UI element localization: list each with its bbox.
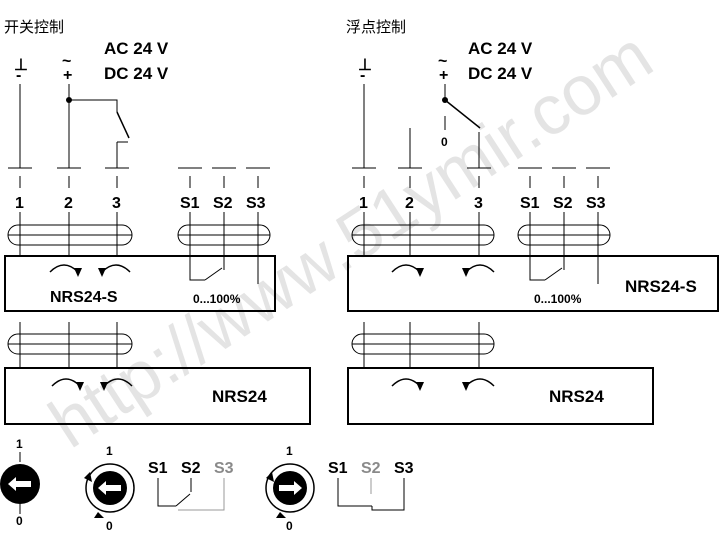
dial3-arrow-right-icon <box>279 481 302 495</box>
left-arrowhead-ccw-icon <box>74 268 82 277</box>
switch-a-common <box>157 478 176 507</box>
switch-a-contact <box>175 493 191 507</box>
right-terminal-1: 1 <box>359 195 368 212</box>
left-title: 开关控制 <box>4 18 64 36</box>
switch-b-s1: S1 <box>328 460 348 477</box>
left-arrowhead-cw-icon <box>98 268 106 277</box>
left-module <box>4 367 311 425</box>
right-terminal-2: 2 <box>405 195 414 212</box>
switch-a-s3-leg <box>178 478 225 511</box>
left-ac-label: AC 24 V <box>104 39 169 58</box>
dial1-arrow-left-icon <box>8 477 31 491</box>
left-minus-symbol: - <box>16 67 21 84</box>
dial2-top-label: 1 <box>106 444 113 458</box>
right-ac-label: AC 24 V <box>468 39 533 58</box>
switch-b-s2: S2 <box>361 460 381 477</box>
left-terminal-2: 2 <box>64 195 73 212</box>
right-lower-rotation-cw-icon <box>465 378 495 387</box>
right-tilde-symbol: ~ <box>438 53 447 70</box>
dial3-bottom-label: 0 <box>286 519 293 533</box>
left-lower-arrowhead-ccw-icon <box>76 382 84 391</box>
dial1-top-label: 1 <box>16 437 23 451</box>
left-switch-contact <box>116 111 130 139</box>
right-terminal-3: 3 <box>474 195 483 212</box>
left-range-label: 0...100% <box>193 292 241 306</box>
left-module-s <box>4 255 276 312</box>
right-lower-rotation-ccw-icon <box>391 378 421 387</box>
right-module-s <box>347 255 719 312</box>
right-module <box>347 367 654 425</box>
switch-b-s3-leg <box>371 478 405 511</box>
right-rotation-ccw-icon <box>391 264 421 273</box>
right-arrowhead-cw-icon <box>462 268 470 277</box>
left-terminal-3: 3 <box>112 195 121 212</box>
right-module-s-label: NRS24-S <box>625 277 697 296</box>
right-gnd-symbol: ⊥ <box>358 57 372 74</box>
left-lower-arrowhead-cw-icon <box>100 382 108 391</box>
dial2-bottom-label: 0 <box>106 519 113 533</box>
dial3-rotation-arrow-low-icon <box>276 512 286 518</box>
right-title: 浮点控制 <box>346 18 406 36</box>
left-gnd-symbol: ⊥ <box>14 57 28 74</box>
right-aux-switch-common <box>529 256 545 281</box>
switch-a-s3: S3 <box>214 460 234 477</box>
right-zero-label: 0 <box>441 135 448 149</box>
left-tilde-symbol: ~ <box>62 53 71 70</box>
right-rotation-cw-icon <box>465 264 495 273</box>
left-module-s-label: NRS24-S <box>50 289 118 306</box>
dial2-rotation-arrow-low-icon <box>94 512 104 518</box>
left-rotation-ccw-icon <box>49 264 79 273</box>
left-terminal-s1: S1 <box>180 195 200 212</box>
left-plus-symbol: + <box>63 67 72 84</box>
switch-a-s2: S2 <box>181 460 201 477</box>
left-terminal-s2: S2 <box>213 195 233 212</box>
dial2-ring-icon <box>85 463 135 513</box>
right-lower-arrowhead-ccw-icon <box>416 382 424 391</box>
dial1-bottom-label: 0 <box>16 514 23 528</box>
right-lower-arrowhead-cw-icon <box>462 382 470 391</box>
switch-b-s3: S3 <box>394 460 414 477</box>
right-changeover-contact <box>444 99 481 129</box>
switch-b-common <box>337 478 358 507</box>
left-rotation-cw-icon <box>101 264 131 273</box>
switch-a-s1: S1 <box>148 460 168 477</box>
right-plus-symbol: + <box>439 67 448 84</box>
right-dc-label: DC 24 V <box>468 64 533 83</box>
dial2-arrow-left-icon <box>98 481 121 495</box>
right-range-label: 0...100% <box>534 292 582 306</box>
dial3-top-label: 1 <box>286 444 293 458</box>
dial3-rotation-arrow-icon <box>266 472 274 482</box>
left-terminal-s3: S3 <box>246 195 266 212</box>
right-terminal-s2: S2 <box>553 195 573 212</box>
dial2-rotation-arrow-icon <box>84 472 92 482</box>
right-module-label: NRS24 <box>549 387 604 406</box>
left-dc-label: DC 24 V <box>104 64 169 83</box>
left-switch-feed <box>69 99 118 112</box>
left-module-label: NRS24 <box>212 387 267 406</box>
left-aux-switch-contact <box>204 267 223 281</box>
right-terminal-s3: S3 <box>586 195 606 212</box>
dial3-ring-icon <box>265 463 315 513</box>
right-aux-switch-contact <box>544 267 563 281</box>
right-arrowhead-ccw-icon <box>416 268 424 277</box>
right-minus-symbol: - <box>360 67 365 84</box>
right-terminal-s1: S1 <box>520 195 540 212</box>
left-aux-switch-common <box>189 256 205 281</box>
left-terminal-1: 1 <box>15 195 24 212</box>
